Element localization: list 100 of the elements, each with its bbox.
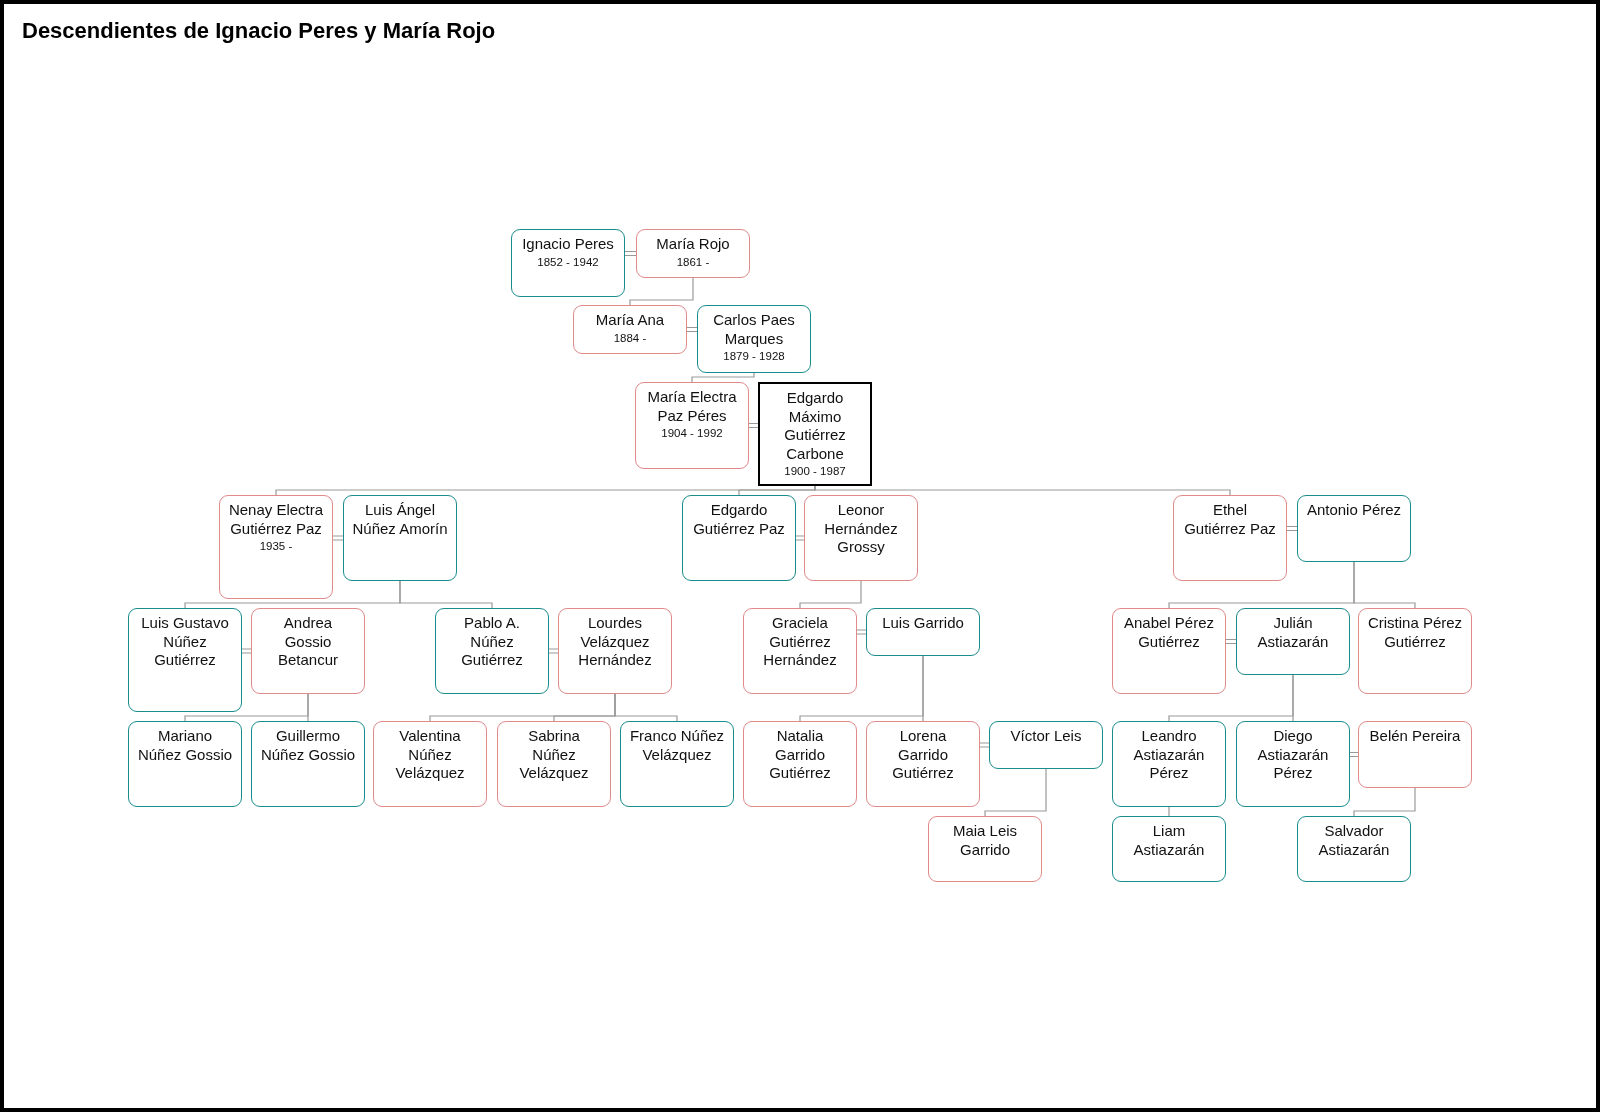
person-name: Ethel Gutiérrez Paz: [1183, 501, 1277, 538]
person-card: [343, 495, 457, 581]
person-card: [928, 816, 1042, 882]
descent-line: [399, 580, 493, 609]
person-name: Víctor Leis: [1009, 727, 1083, 746]
marriage-line: [795, 535, 805, 541]
person-card: [1358, 608, 1472, 694]
person-name: Anabel Pérez Gutiérrez: [1122, 614, 1216, 651]
person-card: [373, 721, 487, 807]
marriage-line: [1286, 525, 1298, 532]
person-card: [866, 721, 980, 807]
person-name: Andrea Gossio Betancur: [276, 614, 339, 670]
descent-line: [691, 372, 755, 383]
marriage-line: [686, 326, 698, 333]
person-name: Maia Leis Garrido: [951, 822, 1019, 859]
descent-line: [1353, 561, 1416, 609]
person-card: [743, 721, 857, 807]
person-card: [1112, 816, 1226, 882]
descent-line: [614, 693, 678, 722]
person-name: Salvador Astiazarán: [1317, 822, 1391, 859]
marriage-line: [856, 629, 867, 635]
person-name: Natalia Garrido Gutiérrez: [768, 727, 832, 783]
marriage-line: [548, 648, 559, 654]
descent-line: [814, 485, 1231, 496]
marriage-line: [624, 250, 637, 257]
person-name: María Electra Paz Péres: [646, 388, 738, 425]
descent-line: [1353, 787, 1416, 817]
person-card: [866, 608, 980, 656]
descent-line: [307, 693, 309, 722]
person-name: Luis Garrido: [881, 614, 965, 633]
person-name: María Rojo: [655, 235, 731, 254]
person-card: [636, 229, 750, 278]
person-card: [1173, 495, 1287, 581]
marriage-line: [979, 742, 990, 748]
person-name: Carlos Paes Marques: [712, 311, 796, 348]
person-name: Diego Astiazarán Pérez: [1256, 727, 1330, 783]
person-card: [1236, 608, 1350, 675]
person-card: [435, 608, 549, 694]
person-card: [1297, 816, 1411, 882]
person-card: [558, 608, 672, 694]
person-card: [635, 382, 749, 469]
person-name: Ignacio Peres: [521, 235, 615, 254]
person-card: [128, 608, 242, 712]
person-name: Leonor Hernández Grossy: [823, 501, 899, 557]
person-card: [128, 721, 242, 807]
person-card: [251, 721, 365, 807]
person-card: [1112, 608, 1226, 694]
descent-line: [922, 655, 924, 722]
person-card: [620, 721, 734, 807]
person-name: Belén Pereira: [1368, 727, 1462, 746]
marriage-line: [332, 535, 344, 541]
person-card: [573, 305, 687, 354]
marriage-line: [241, 648, 252, 654]
life-dates: 1861 -: [675, 254, 711, 270]
person-card: [682, 495, 796, 581]
descent-line: [799, 580, 862, 609]
person-name: Franco Núñez Velázquez: [629, 727, 725, 764]
life-dates: 1879 - 1928: [722, 349, 786, 364]
person-card: [251, 608, 365, 694]
life-dates: 1900 - 1987: [783, 464, 847, 479]
person-name: Guillermo Núñez Gossio: [260, 727, 356, 764]
person-name: Antonio Pérez: [1306, 501, 1402, 520]
person-card: [804, 495, 918, 581]
marriage-line: [1225, 638, 1237, 645]
person-name: Sabrina Núñez Velázquez: [518, 727, 590, 783]
person-card: [697, 305, 811, 373]
person-name: Lorena Garrido Gutiérrez: [891, 727, 955, 783]
person-card: [758, 382, 872, 486]
life-dates: 1935 -: [258, 539, 294, 554]
life-dates: 1904 - 1992: [660, 426, 724, 441]
person-card: [1358, 721, 1472, 788]
person-name: Mariano Núñez Gossio: [137, 727, 233, 764]
life-dates: 1884 -: [612, 330, 648, 346]
person-name: Pablo A. Núñez Gutiérrez: [460, 614, 524, 670]
person-card: [1297, 495, 1411, 562]
person-name: Graciela Gutiérrez Hernández: [762, 614, 838, 670]
life-dates: 1852 - 1942: [536, 254, 600, 270]
person-name: Valentina Núñez Velázquez: [394, 727, 466, 783]
person-name: Leandro Astiazarán Pérez: [1132, 727, 1206, 783]
person-name: María Ana: [594, 311, 666, 330]
person-name: Nenay Electra Gutiérrez Paz: [228, 501, 324, 538]
person-card: [511, 229, 625, 297]
descent-line: [629, 277, 694, 306]
descent-line: [1168, 806, 1170, 817]
person-name: Luis Gustavo Núñez Gutiérrez: [140, 614, 230, 670]
person-name: Edgardo Gutiérrez Paz: [692, 501, 786, 538]
person-card: [219, 495, 333, 599]
person-card: [989, 721, 1103, 769]
person-name: Julián Astiazarán: [1256, 614, 1330, 651]
person-name: Liam Astiazarán: [1132, 822, 1206, 859]
diagram-title: Descendientes de Ignacio Peres y María Rojo: [22, 18, 496, 44]
person-name: Lourdes Velázquez Hernández: [577, 614, 653, 670]
person-card: [1236, 721, 1350, 807]
descent-line: [984, 768, 1047, 817]
person-name: Cristina Pérez Gutiérrez: [1367, 614, 1463, 651]
person-card: [743, 608, 857, 694]
person-card: [1112, 721, 1226, 807]
person-name: Edgardo Máximo Gutiérrez Carbone: [783, 389, 847, 463]
person-card: [497, 721, 611, 807]
descent-line: [1292, 674, 1294, 722]
